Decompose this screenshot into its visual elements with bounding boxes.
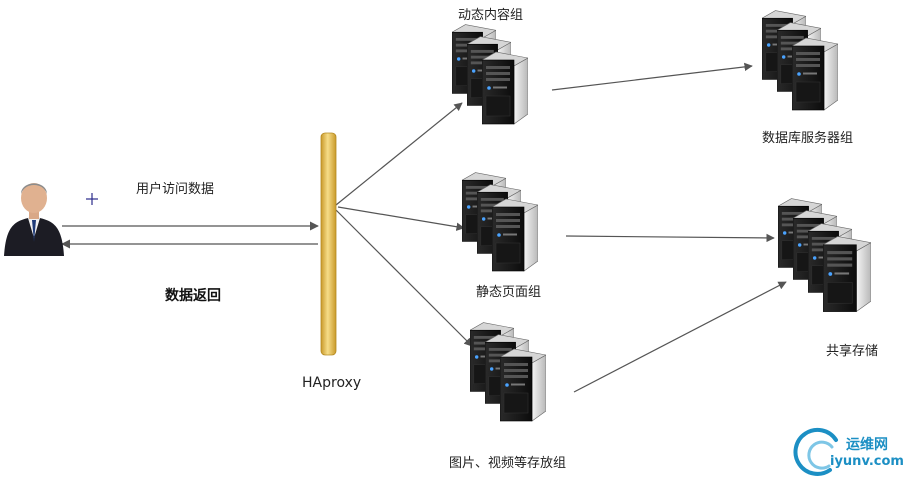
arrow-haproxy-to-media	[335, 209, 473, 347]
label-haproxy: HAproxy	[302, 375, 362, 391]
arrow-haproxy-to-dynamic	[335, 102, 463, 206]
connection-arrows	[61, 62, 787, 393]
watermark-logo-icon	[793, 427, 838, 476]
server-group-db	[762, 10, 838, 111]
label-media-group: 图片、视频等存放组	[449, 456, 567, 471]
label-data-return: 数据返回	[165, 288, 221, 304]
arrow-dynamic-to-db	[551, 62, 753, 91]
server-group-static	[462, 172, 538, 272]
haproxy-bar	[320, 132, 337, 356]
label-shared-storage: 共享存储	[826, 344, 879, 359]
server-group-media	[470, 322, 546, 422]
label-dynamic-group: 动态内容组	[458, 8, 524, 23]
watermark-brand-cn: 运维网	[846, 437, 888, 453]
label-db-group: 数据库服务器组	[762, 131, 854, 146]
crosshair-cursor-icon	[86, 193, 98, 205]
watermark-brand-url: iyunv.com	[830, 454, 904, 469]
arrow-haproxy-to-static	[337, 206, 465, 231]
label-user-access: 用户访问数据	[136, 182, 215, 197]
arrow-media-to-storage	[573, 281, 787, 393]
server-group-dynamic	[452, 24, 528, 125]
server-group-storage	[778, 198, 871, 313]
businessman-icon	[4, 183, 64, 256]
arrow-static-to-storage	[565, 233, 775, 243]
label-static-group: 静态页面组	[476, 285, 542, 300]
